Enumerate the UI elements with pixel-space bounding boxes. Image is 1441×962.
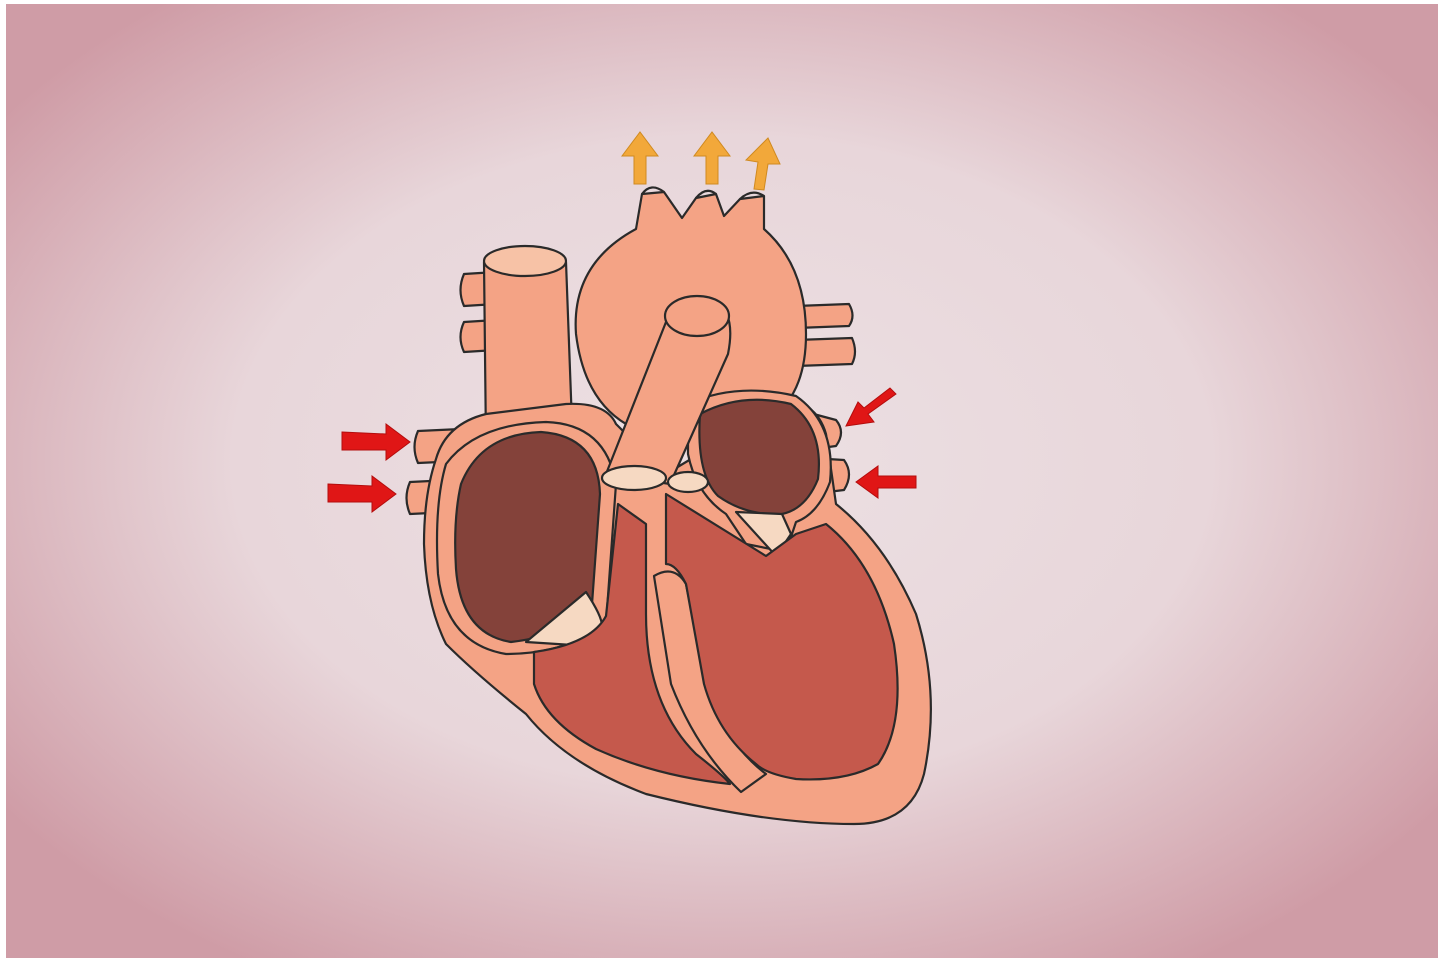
vena-cava-opening (484, 246, 566, 276)
figure-frame (6, 4, 1438, 958)
heart-diagram (6, 4, 1438, 958)
pulmonary-valve-ring (602, 466, 666, 490)
aortic-valve-ring (668, 472, 708, 492)
pulmonary-trunk-opening (665, 296, 729, 336)
